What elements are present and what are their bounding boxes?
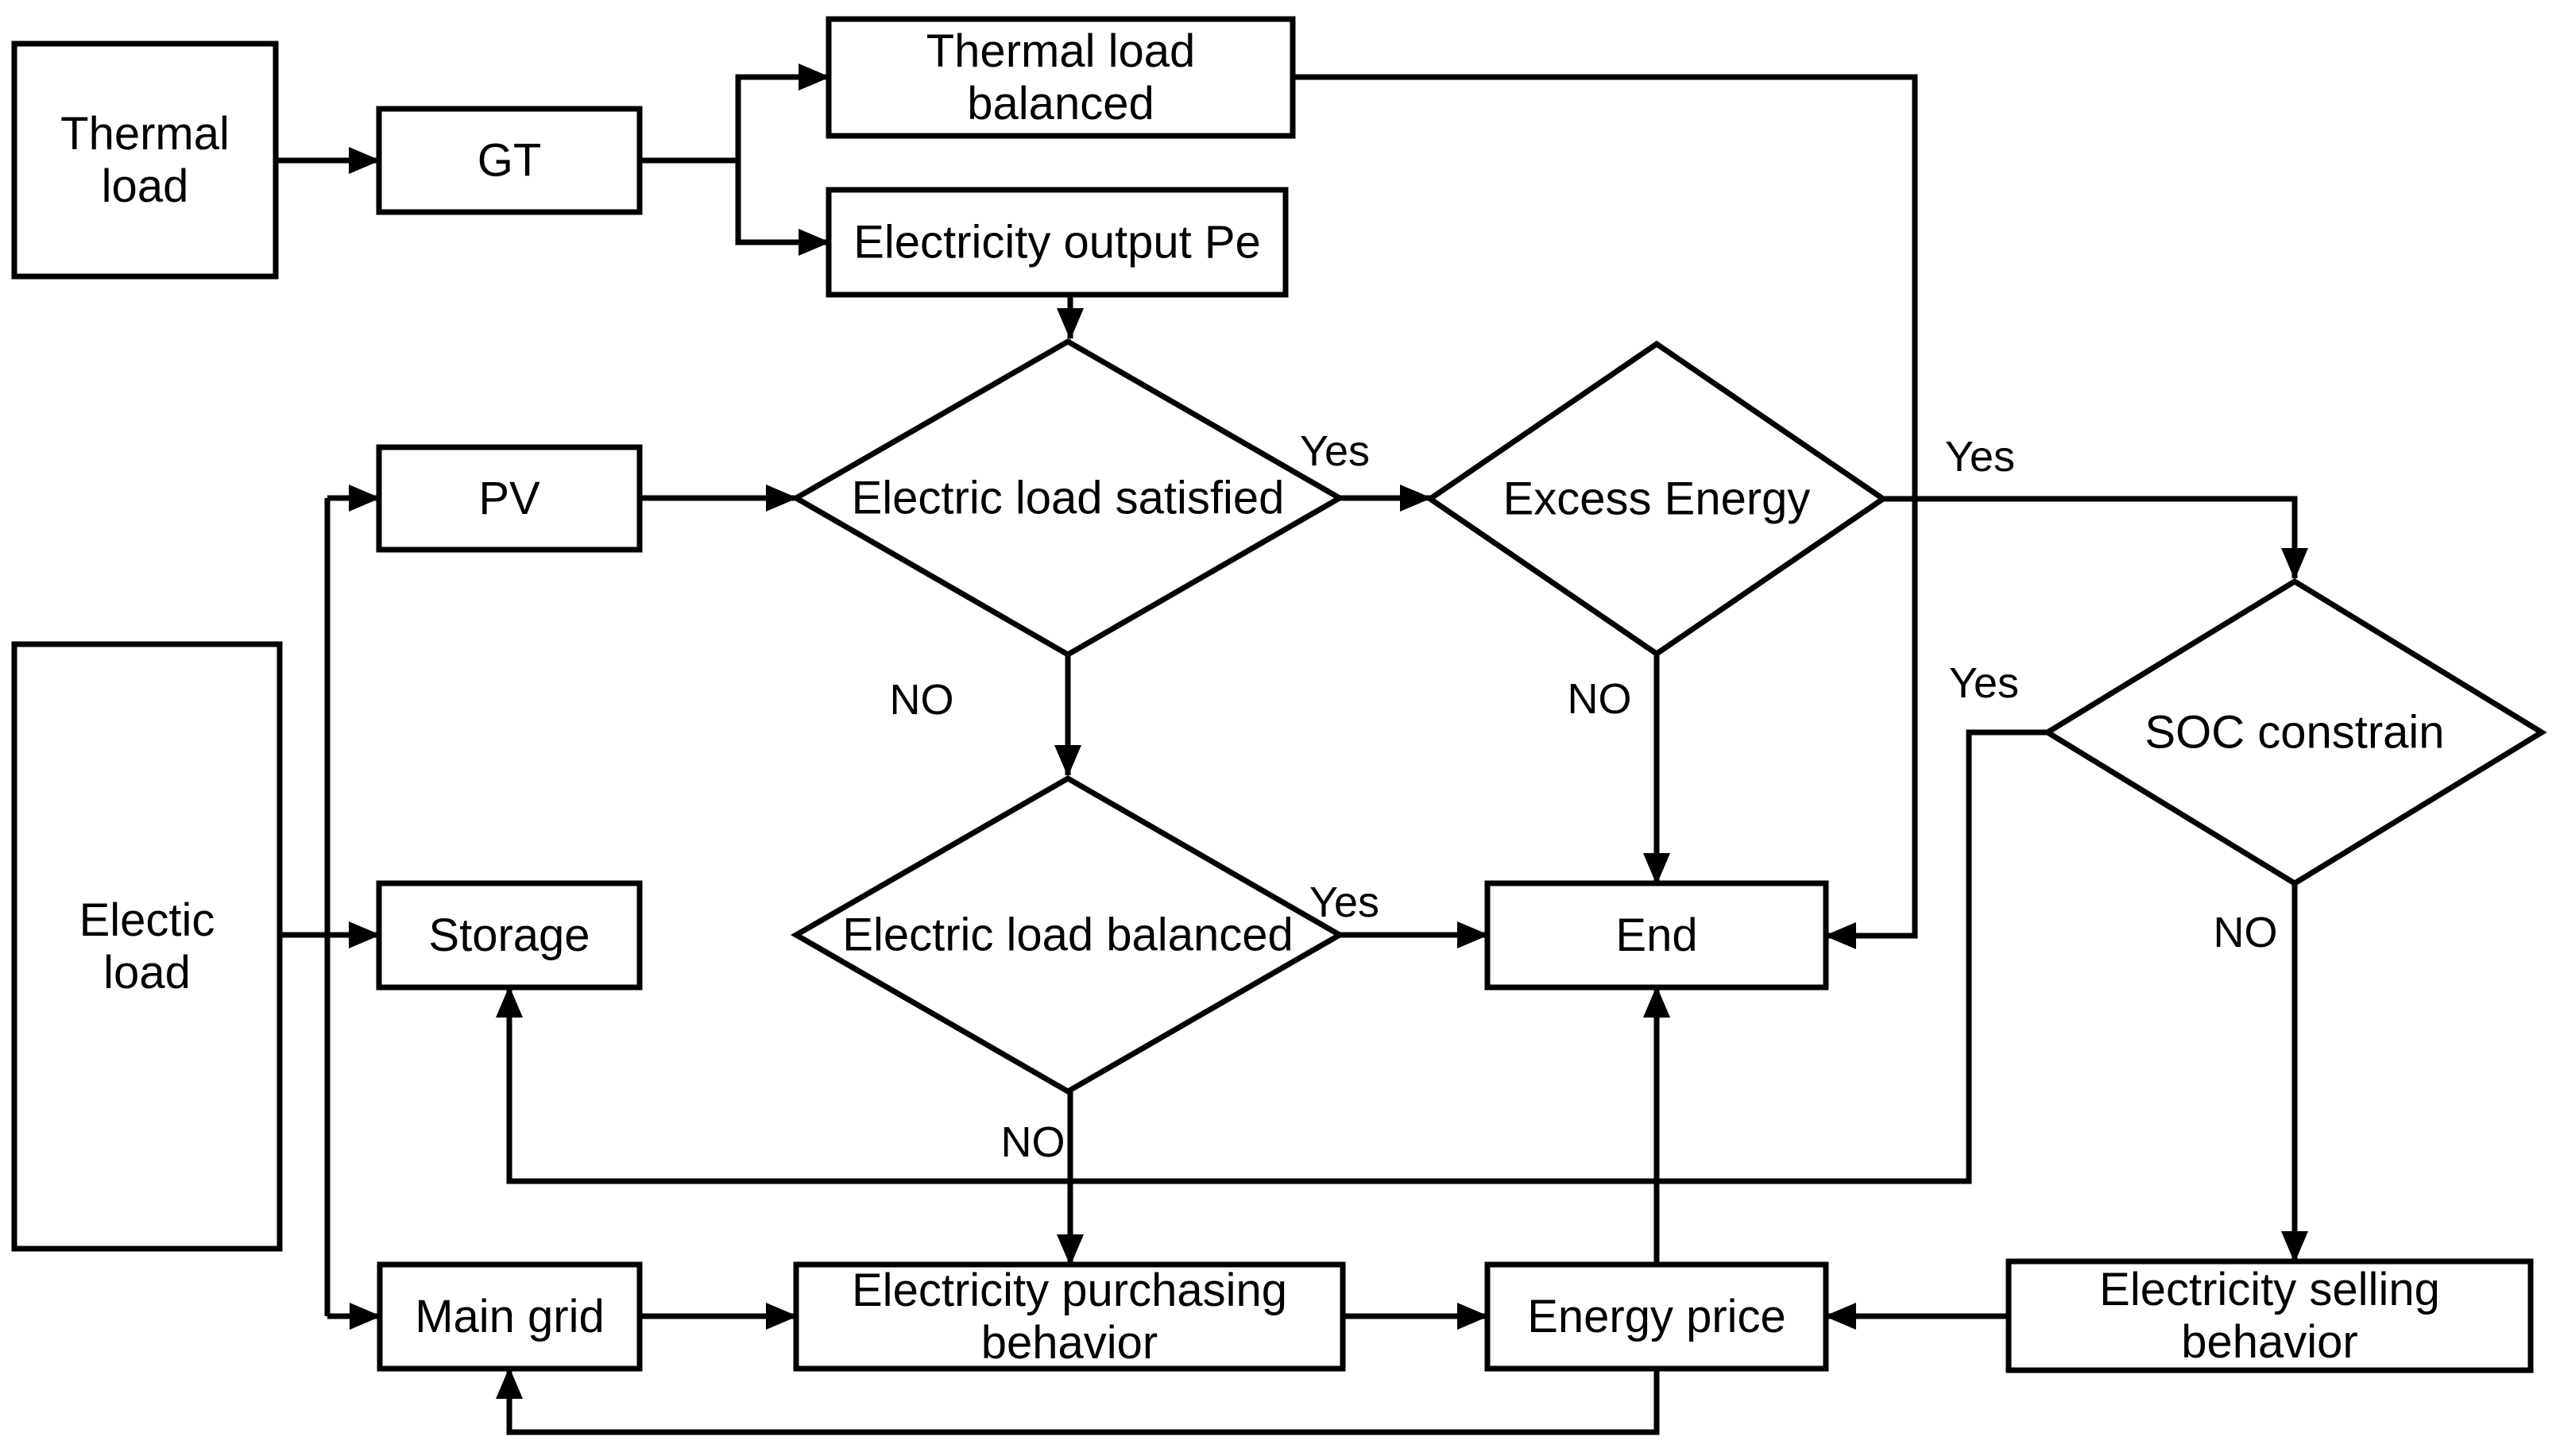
node-label-soc-constrain: SOC constrain [2144,707,2444,759]
node-electricity-selling-behavior [2005,1258,2534,1373]
node-label-pv: PV [478,473,540,524]
node-end [1484,880,1829,991]
node-label-excess-energy: Excess Energy [1503,473,1811,525]
node-label-electric-load-balanced: Electric load balanced [842,910,1293,961]
node-label-electricity-output-pe: Electricity output Pe [853,217,1261,268]
node-thermal-load [11,41,279,280]
edge-label-satisfied-no: NO [890,676,954,724]
node-thermal-load-balanced [826,16,1296,139]
edge-energy-price-to-main-grid [496,1367,1660,1435]
node-excess-energy [1425,340,1889,658]
edge-label-soc-yes: Yes [1949,659,2019,707]
edge-label-balanced-no: NO [1001,1118,1065,1166]
node-label-energy-price: Energy price [1527,1291,1786,1342]
node-main-grid [377,1261,643,1372]
edge-label-satisfied-yes: Yes [1300,427,1370,475]
edge-label-excess-yes: Yes [1945,433,2015,481]
node-label-main-grid: Main grid [415,1291,605,1342]
edge-thermal-load-balanced-to-end [1293,74,1918,949]
node-soc-constrain [2042,577,2547,887]
node-label-storage: Storage [428,910,590,961]
node-energy-price [1484,1261,1829,1372]
edge-gt-to-electricity-output-pe [735,160,830,256]
node-label-gt: GT [478,135,542,187]
node-electricity-output-pe [826,187,1289,298]
node-electricity-purchasing-behavior [793,1261,1346,1372]
node-pv [376,444,643,553]
edge-label-soc-no: NO [2214,909,2278,956]
edge-excess-yes-to-soc-constrain [1883,496,2308,580]
node-storage [376,880,643,991]
node-gt [376,106,643,215]
node-electric-load-satisfied [790,338,1346,658]
node-electric-load-balanced [790,774,1346,1095]
node-label-electric-load-satisfied: Electric load satisfied [852,473,1285,524]
edge-label-excess-no: NO [1568,675,1632,723]
node-label-end: End [1615,910,1697,961]
edge-soc-yes-to-storage [496,729,2048,1184]
node-electic-load [11,641,283,1252]
edge-gt-to-thermal-load-balanced [640,64,830,164]
edge-label-balanced-yes: Yes [1309,879,1379,926]
